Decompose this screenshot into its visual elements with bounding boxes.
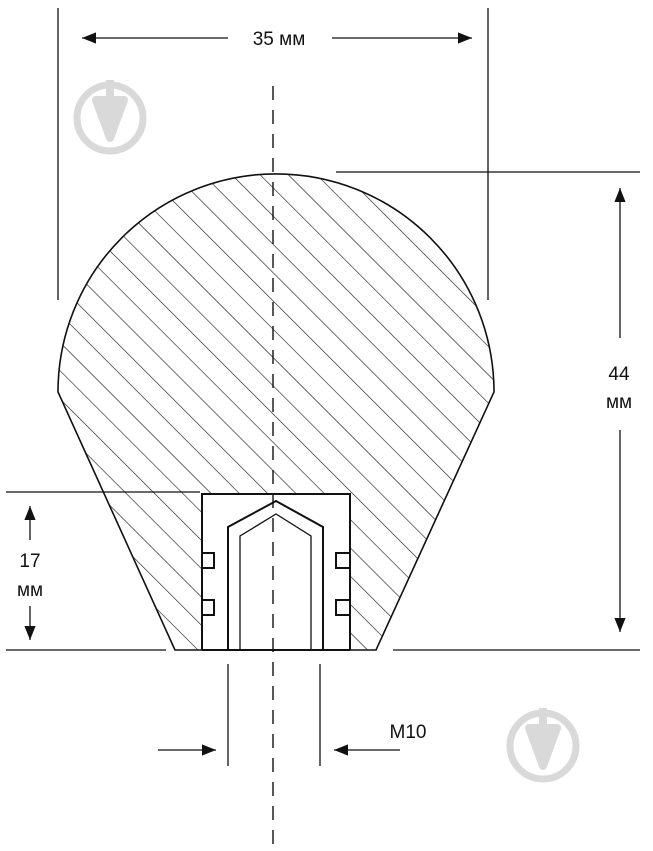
- knob-outline: [57, 173, 495, 651]
- height-dimension: 44 мм: [606, 188, 632, 632]
- threaded-insert: [201, 493, 351, 651]
- extension-lines: [6, 8, 640, 766]
- knob-section: [57, 173, 495, 651]
- width-label: 35 мм: [253, 29, 306, 50]
- insert-unit: мм: [17, 580, 43, 601]
- drop-in-circle-icon: [92, 80, 128, 142]
- insert-bore: [227, 499, 324, 650]
- height-unit: мм: [606, 392, 632, 413]
- thread-dimension: M10: [158, 722, 427, 756]
- insert-dimension: 17 мм: [17, 506, 43, 640]
- watermark-logo-bottom: [506, 708, 580, 783]
- height-value: 44: [608, 364, 630, 385]
- thread-label: M10: [390, 722, 427, 743]
- watermark-logo-top: [73, 80, 147, 155]
- width-dimension: 35 мм: [82, 29, 472, 50]
- insert-value: 17: [19, 551, 40, 572]
- insert-bore-inner: [239, 513, 312, 650]
- insert-outline: [201, 493, 351, 650]
- drop-in-circle-icon: [525, 708, 561, 770]
